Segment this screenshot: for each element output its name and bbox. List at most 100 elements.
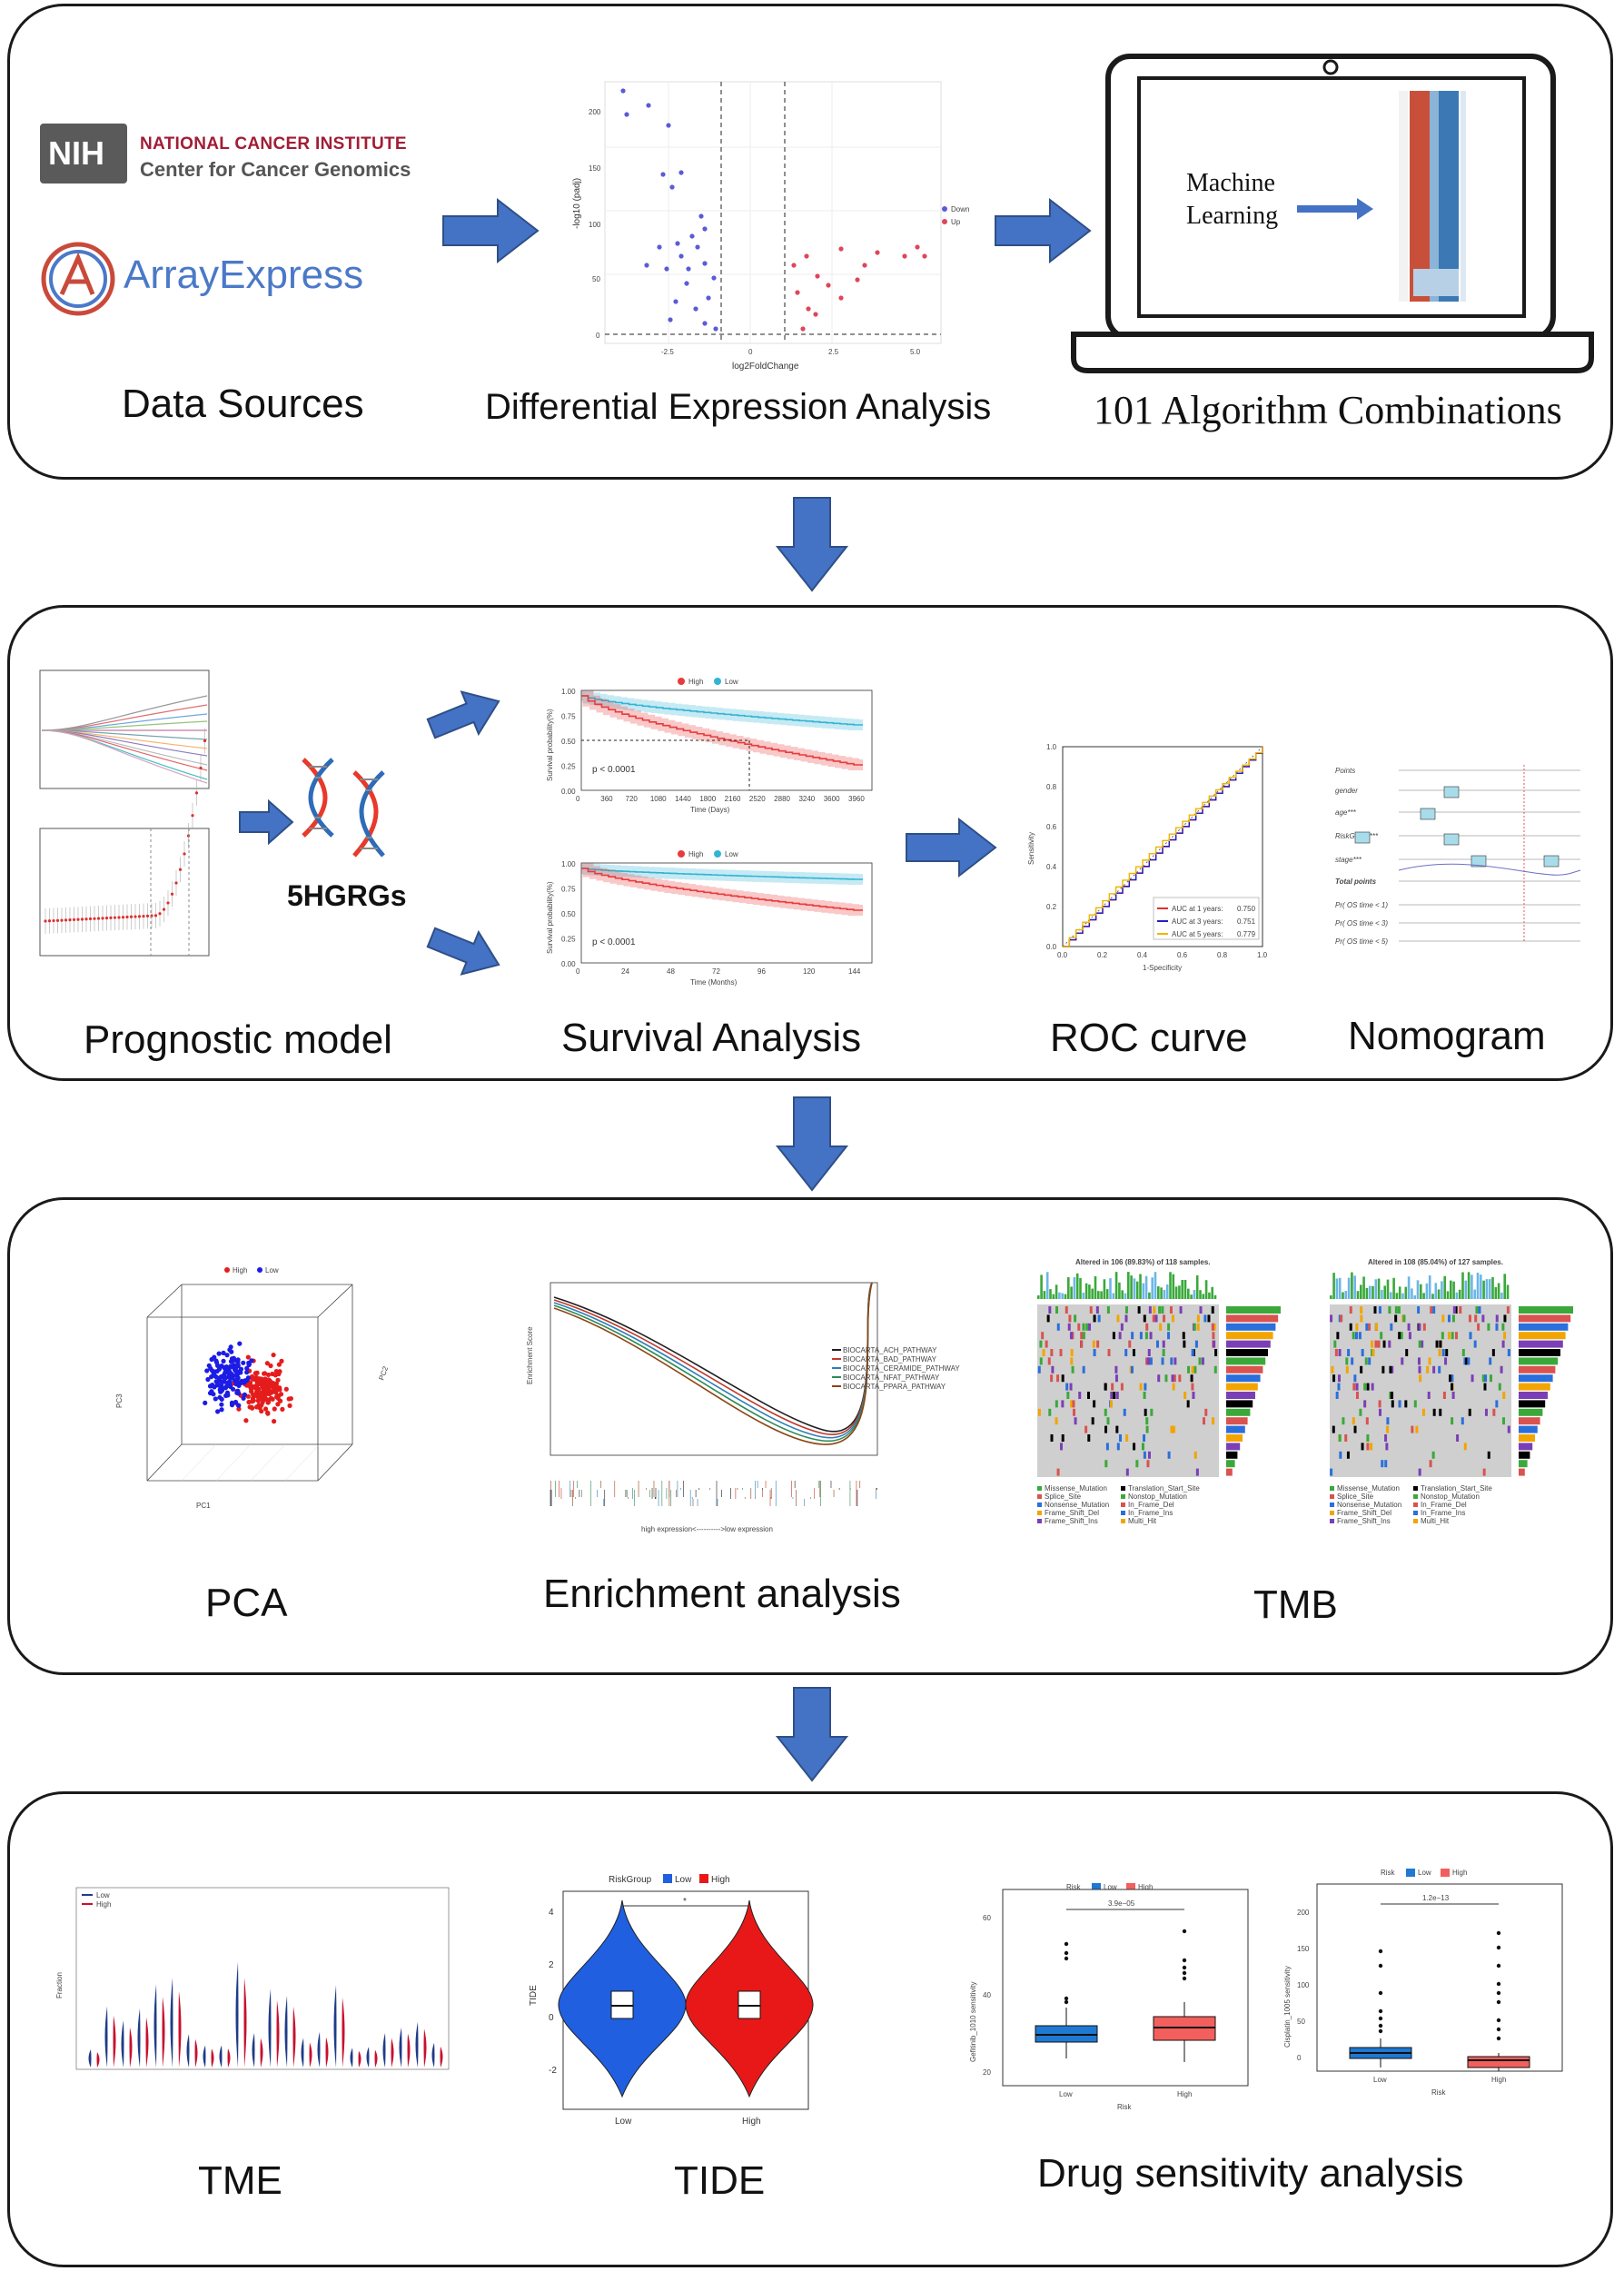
- tmb-mutation-cell: [1118, 1332, 1122, 1340]
- tmb-mutation-cell: [1455, 1332, 1459, 1340]
- tmb-mutation-cell: [1132, 1349, 1135, 1356]
- km-xtick: 720: [626, 795, 639, 803]
- tmb-mutation-cell: [1339, 1451, 1342, 1459]
- tmb-mutation-cell: [1481, 1314, 1485, 1323]
- tmb-mutation-cell: [1345, 1365, 1349, 1374]
- tmb-mutation-cell: [1452, 1306, 1456, 1314]
- tmb-burden-bar: [1446, 1291, 1450, 1299]
- tme-violin-high: [440, 2046, 443, 2068]
- pca-point-low: [233, 1399, 239, 1405]
- pca-point-high: [263, 1384, 270, 1391]
- tmb-mutation-cell: [1143, 1392, 1146, 1399]
- tmb-legend-label: Nonstop_Mutation: [1128, 1493, 1187, 1501]
- tmb-mutation-cell: [1163, 1314, 1166, 1323]
- machine-learning-line1: Machine: [1186, 169, 1275, 197]
- tmb-mutation-cell: [1041, 1332, 1045, 1340]
- arrow-right-4: [906, 817, 997, 878]
- cv-point: [158, 912, 162, 916]
- volcano-point-down: [702, 226, 708, 232]
- tmb-mutation-cell: [1050, 1434, 1054, 1442]
- volcano-point-up: [806, 306, 811, 312]
- tmb-mutation-cell: [1070, 1400, 1074, 1408]
- pca-point-low: [215, 1409, 221, 1414]
- tmb-legend-swatch: [1413, 1511, 1418, 1515]
- volcano-point-up: [915, 244, 920, 250]
- tmb-mutation-cell: [1055, 1417, 1058, 1425]
- pca-point-low: [235, 1390, 242, 1395]
- caption-differential-expression: Differential Expression Analysis: [485, 387, 992, 427]
- tmb-burden-bar: [1097, 1291, 1100, 1299]
- tmb-mutation-cell: [1191, 1383, 1194, 1391]
- tmb-mutation-cell: [1155, 1340, 1159, 1348]
- tmb-mutation-cell: [1451, 1332, 1454, 1340]
- drug-legend-high: High: [1138, 1883, 1153, 1891]
- tmb-mutation-cell: [1077, 1323, 1081, 1331]
- tmb-mutation-cell: [1080, 1332, 1084, 1340]
- tmb-mutation-cell: [1441, 1349, 1445, 1356]
- pca-point-high: [236, 1406, 242, 1412]
- tmb-mutation-cell: [1334, 1349, 1338, 1356]
- tmb-mutation-cell: [1495, 1314, 1499, 1323]
- cv-point: [76, 917, 80, 921]
- tmb-mutation-cell: [1095, 1306, 1099, 1314]
- volcano-point-down: [693, 306, 698, 312]
- volcano-point-down: [664, 266, 669, 272]
- drug-ytick: 40: [983, 1991, 991, 1999]
- km-xtick: 72: [712, 967, 720, 976]
- km-ytick: 0.50: [561, 910, 576, 918]
- pca-point-high: [262, 1371, 268, 1376]
- km-legend-low: Low: [725, 678, 738, 686]
- drug-ytick: 60: [983, 1914, 991, 1922]
- pca-point-low: [219, 1383, 224, 1389]
- tmb-mutation-cell: [1427, 1392, 1431, 1399]
- tmb-gene-bar: [1519, 1306, 1573, 1314]
- pca-point-low: [205, 1376, 211, 1383]
- tmb-mutation-cell: [1110, 1392, 1114, 1399]
- tmb-burden-bar: [1070, 1286, 1073, 1299]
- tide-ytick: 0: [549, 2013, 554, 2023]
- tmb-mutation-cell: [1124, 1314, 1128, 1323]
- tmb-mutation-cell: [1454, 1306, 1458, 1314]
- km-xtick: 3240: [798, 795, 815, 803]
- drug-frame: [1316, 1883, 1563, 2072]
- tmb-mutation-cell: [1447, 1332, 1451, 1340]
- tmb-legend-swatch: [1330, 1502, 1334, 1507]
- km-xtick: 360: [600, 795, 613, 803]
- pca-legend-low-swatch: [257, 1267, 262, 1273]
- tmb-gene-bar: [1519, 1434, 1535, 1442]
- nomogram-plot: Pointsgenderage***RiskGroup***stage***To…: [1335, 765, 1581, 946]
- tmb-mutation-cell: [1463, 1357, 1467, 1365]
- tmb-mutation-cell: [1050, 1374, 1054, 1383]
- tmb-mutation-cell: [1106, 1417, 1110, 1425]
- tmb-gene-bar: [1519, 1314, 1571, 1323]
- tmb-mutation-cell: [1164, 1374, 1168, 1383]
- tmb-burden-bar: [1118, 1282, 1121, 1299]
- tmb-matrix-bg: [1037, 1304, 1219, 1477]
- tmb-mutation-cell: [1068, 1314, 1072, 1323]
- volcano-point-up: [855, 277, 860, 283]
- tmb-burden-bar: [1040, 1274, 1043, 1299]
- drug-legend-high-swatch: [1441, 1869, 1450, 1877]
- tmb-burden-bar: [1398, 1286, 1401, 1299]
- tmb-burden-bar: [1411, 1288, 1413, 1299]
- drug-outlier: [1182, 1965, 1187, 1970]
- tmb-mutation-cell: [1143, 1434, 1146, 1442]
- tmb-mutation-cell: [1390, 1392, 1393, 1399]
- km-xtick: 0: [576, 967, 580, 976]
- tmb-burden-bar: [1135, 1281, 1139, 1299]
- tmb-burden-bar: [1075, 1273, 1079, 1299]
- tmb-mutation-cell: [1139, 1383, 1143, 1391]
- roc-ylabel: Sensitivity: [1027, 832, 1035, 865]
- tme-violin-high: [129, 2027, 133, 2068]
- tmb-mutation-cell: [1152, 1314, 1155, 1323]
- tmb-mutation-cell: [1114, 1374, 1118, 1383]
- tmb-burden-bar: [1211, 1286, 1213, 1299]
- roc-curve-plot: 0.00.00.20.20.40.40.60.60.80.81.01.01-Sp…: [1027, 743, 1268, 972]
- tmb-burden-bar: [1443, 1275, 1446, 1299]
- tmb-mutation-cell: [1489, 1374, 1492, 1383]
- tmb-mutation-cell: [1498, 1383, 1501, 1391]
- tmb-mutation-cell: [1365, 1323, 1369, 1331]
- legend-down: Down: [951, 205, 969, 213]
- tmb-burden-bar: [1401, 1293, 1404, 1299]
